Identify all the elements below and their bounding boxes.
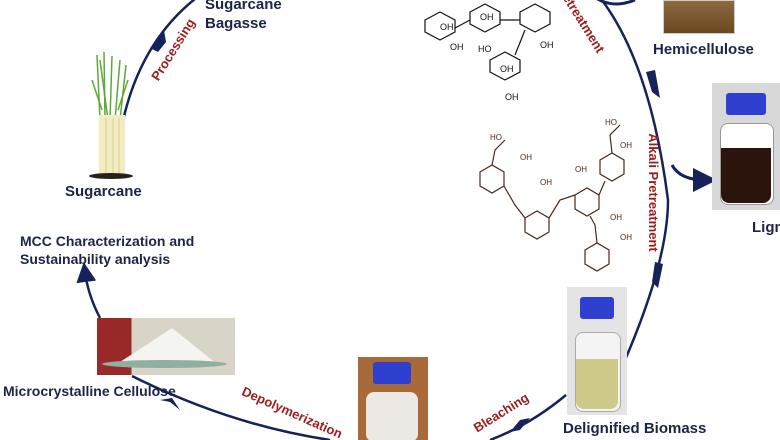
svg-text:HO: HO [490,133,502,142]
svg-text:OH: OH [520,153,532,162]
svg-text:OH: OH [610,213,622,222]
arc-pretreatment [600,0,670,361]
mcc-powder-image [97,318,235,375]
label-lignin: Lignin [752,219,780,236]
arc-bleaching [489,394,567,440]
label-bagasse-line2: Bagasse [205,15,267,32]
svg-text:OH: OH [440,22,454,32]
arrow-heads [150,30,663,432]
label-characterization-line2: Sustainability analysis [20,251,171,267]
svg-text:OH: OH [505,92,519,102]
label-hemicellulose: Hemicellulose [653,41,754,58]
label-characterization-line1: MCC Characterization and [20,233,195,249]
arrow-alkali [652,262,663,288]
label-sugarcane: Sugarcane [65,183,142,200]
arrow-bleaching [510,418,530,432]
arc-processing [120,0,196,126]
arrow-depolymerization [160,398,180,410]
arc-characterization [76,262,102,319]
svg-text:OH: OH [540,40,554,50]
svg-text:OH: OH [575,165,587,174]
delignified-biomass-bottle-image [567,287,627,415]
svg-text:OH: OH [450,42,464,52]
arc-depolymerization [131,374,331,440]
arc-lignin-branch [670,164,717,192]
svg-text:HO: HO [478,44,492,54]
svg-text:OH: OH [500,64,514,74]
arc-hemicellulose-branch [596,0,636,6]
label-bagasse-line1: Sugarcane [205,0,282,13]
svg-text:OH: OH [480,12,494,22]
label-delignified-biomass: Delignified Biomass [563,420,707,437]
svg-text:OH: OH [540,178,552,187]
hemicellulose-jar-image [663,0,735,34]
step-alkali-pretreatment: Alkali Pretreatment [645,133,661,252]
label-microcrystalline-cellulose: Microcrystalline Cellulose [3,383,176,399]
bleached-cellulose-bottle-image [358,357,428,440]
arrow-pretreatment [646,70,660,98]
lignin-bottle-image [712,83,780,210]
svg-text:OH: OH [620,233,632,242]
svg-text:HO: HO [605,118,617,127]
arrow-processing [150,30,166,52]
svg-text:OH: OH [620,141,632,150]
